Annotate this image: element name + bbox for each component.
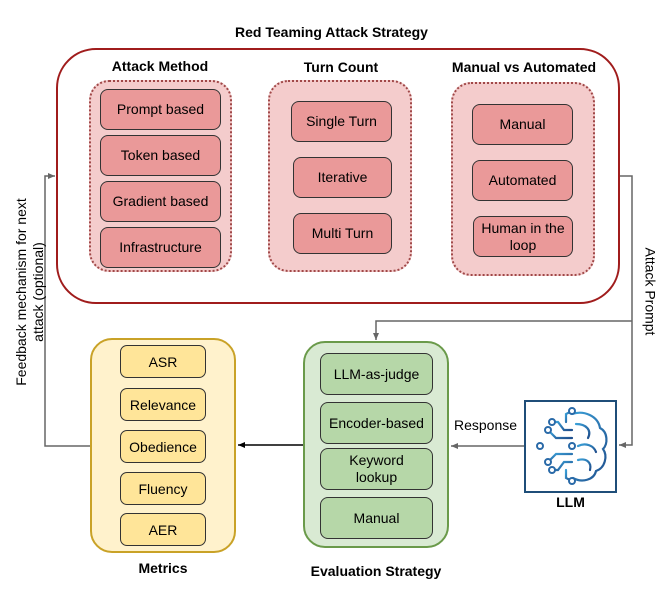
evaluation-strategy-item: LLM-as-judge: [320, 353, 433, 395]
attack-prompt-label: Attack Prompt: [642, 247, 659, 336]
metrics-item: Fluency: [120, 472, 206, 505]
attack-method-heading: Attack Method: [111, 58, 209, 74]
attack-prompt-branch-edge: [373, 320, 632, 340]
turn-count-item: Single Turn: [291, 101, 392, 142]
attack-method-item: Infrastructure: [100, 227, 221, 268]
manual-vs-automated-item: Automated: [472, 160, 573, 201]
metrics-heading: Metrics: [138, 560, 188, 576]
brain-circuit-icon: [536, 407, 608, 485]
attack-prompt-edge: [619, 175, 633, 448]
feedback-edge: [44, 173, 90, 447]
llm-label: LLM: [556, 494, 585, 510]
manual-vs-automated-item: Human in the loop: [473, 216, 573, 257]
metrics-item: ASR: [120, 345, 206, 378]
evaluation-strategy-item: Encoder-based: [320, 402, 433, 444]
manual-vs-automated-heading: Manual vs Automated: [451, 59, 597, 75]
feedback-label: Feedback mechanism for next attack (opti…: [13, 192, 47, 392]
evaluation-strategy-heading: Evaluation Strategy: [310, 563, 442, 579]
metrics-item: Relevance: [120, 388, 206, 421]
evaluation-strategy-item: Manual: [320, 497, 433, 539]
metrics-item: Obedience: [120, 430, 206, 463]
attack-method-item: Prompt based: [100, 89, 221, 130]
attack-method-item: Gradient based: [100, 181, 221, 222]
diagram-title: Red Teaming Attack Strategy: [235, 24, 428, 40]
llm-node: [524, 400, 617, 493]
response-label: Response: [454, 417, 518, 433]
metrics-item: AER: [120, 513, 206, 546]
feedback-label-text: Feedback mechanism for next attack (opti…: [13, 198, 46, 386]
manual-vs-automated-item: Manual: [472, 104, 573, 145]
attack-method-item: Token based: [100, 135, 221, 176]
turn-count-item: Iterative: [293, 157, 392, 198]
turn-count-item: Multi Turn: [293, 213, 392, 254]
evaluation-strategy-item: Keyword lookup: [320, 448, 433, 490]
turn-count-heading: Turn Count: [303, 59, 379, 75]
